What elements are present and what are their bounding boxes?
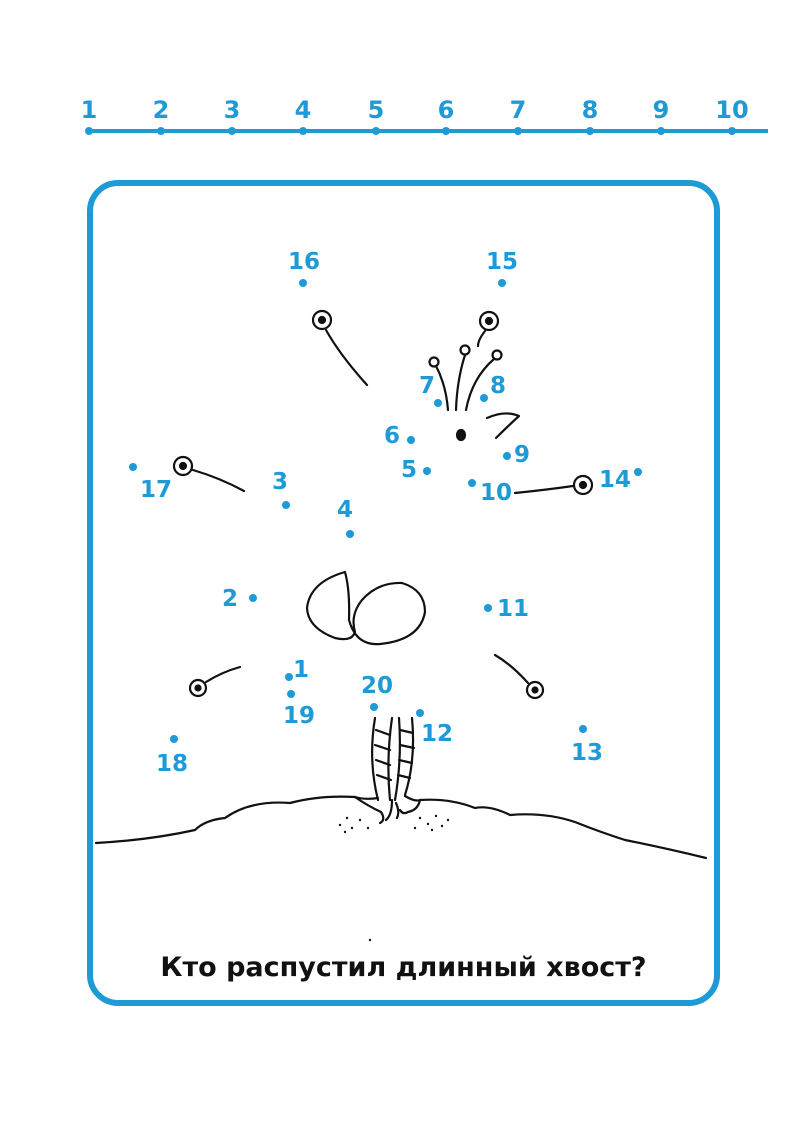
ruler-number: 5	[367, 96, 385, 124]
ruler-number: 2	[152, 96, 170, 124]
dot-3[interactable]	[282, 501, 290, 509]
ruler-number: 10	[715, 96, 749, 124]
feather-eye-icon	[172, 455, 246, 493]
feather-eye-icon	[188, 665, 242, 698]
question-caption: Кто распустил длинный хвост?	[160, 952, 647, 983]
dot-4[interactable]	[346, 530, 354, 538]
dot-label: 11	[497, 596, 530, 622]
dot-label: 15	[486, 249, 519, 275]
feather-eye-icon	[311, 309, 369, 387]
dot-label: 16	[288, 249, 321, 275]
dot-label: 18	[156, 751, 189, 777]
ground-texture-icon	[338, 814, 450, 942]
dot-20[interactable]	[370, 703, 378, 711]
dot-label: 13	[571, 740, 604, 766]
ruler-tick	[85, 127, 93, 135]
dot-points	[129, 279, 642, 743]
dot-label: 2	[222, 586, 239, 612]
dot-12[interactable]	[416, 709, 424, 717]
dot-5[interactable]	[423, 467, 431, 475]
ruler-tick	[157, 127, 165, 135]
dot-7[interactable]	[434, 399, 442, 407]
dot-label: 5	[401, 457, 418, 483]
ground-mound-icon	[94, 795, 708, 860]
dot-label: 7	[419, 373, 436, 399]
ruler-tick	[372, 127, 380, 135]
dot-label: 10	[480, 480, 513, 506]
ruler-number: 8	[581, 96, 599, 124]
dot-label: 1	[293, 657, 310, 683]
dot-label: 3	[272, 469, 289, 495]
crest-icon	[428, 344, 503, 412]
dot-label: 12	[421, 721, 454, 747]
ruler-tick	[514, 127, 522, 135]
ruler-tick	[586, 127, 594, 135]
number-ruler	[85, 127, 768, 135]
ruler-number: 1	[80, 96, 98, 124]
ruler-number: 3	[223, 96, 241, 124]
dot-label: 19	[283, 703, 316, 729]
feather-eye-icon	[493, 653, 545, 700]
feather-eye-icon	[476, 310, 500, 348]
dot-15[interactable]	[498, 279, 506, 287]
dot-label: 9	[514, 442, 531, 468]
leg-icon	[371, 716, 415, 802]
wing-icon	[305, 570, 427, 646]
ruler-tick	[657, 127, 665, 135]
dot-label: 14	[599, 467, 632, 493]
dot-17[interactable]	[129, 463, 137, 471]
beak-icon	[485, 412, 521, 440]
dot-label: 17	[140, 477, 173, 503]
ruler-number: 7	[509, 96, 527, 124]
ruler-number: 6	[437, 96, 455, 124]
dot-16[interactable]	[299, 279, 307, 287]
dot-9[interactable]	[503, 452, 511, 460]
feather-eye-icon	[513, 474, 594, 496]
ruler-tick	[299, 127, 307, 135]
dot-14[interactable]	[634, 468, 642, 476]
dot-label: 20	[361, 673, 394, 699]
ruler-tick	[228, 127, 236, 135]
ruler-number: 4	[294, 96, 312, 124]
ruler-tick	[728, 127, 736, 135]
dot-label: 4	[337, 497, 354, 523]
frame-border	[87, 180, 720, 1006]
leg-scales-icon	[373, 728, 416, 782]
dot-1[interactable]	[285, 673, 293, 681]
foot-icon	[353, 794, 422, 825]
peacock-drawing-icon	[94, 309, 708, 942]
dot-10[interactable]	[468, 479, 476, 487]
dot-label: 6	[384, 423, 401, 449]
peacock-eye-icon	[455, 428, 467, 442]
dot-18[interactable]	[170, 735, 178, 743]
dot-19[interactable]	[287, 690, 295, 698]
dot-13[interactable]	[579, 725, 587, 733]
ruler-number: 9	[652, 96, 670, 124]
ruler-tick	[442, 127, 450, 135]
dot-label: 8	[490, 373, 507, 399]
dot-6[interactable]	[407, 436, 415, 444]
dot-2[interactable]	[249, 594, 257, 602]
dot-11[interactable]	[484, 604, 492, 612]
dot-8[interactable]	[480, 394, 488, 402]
